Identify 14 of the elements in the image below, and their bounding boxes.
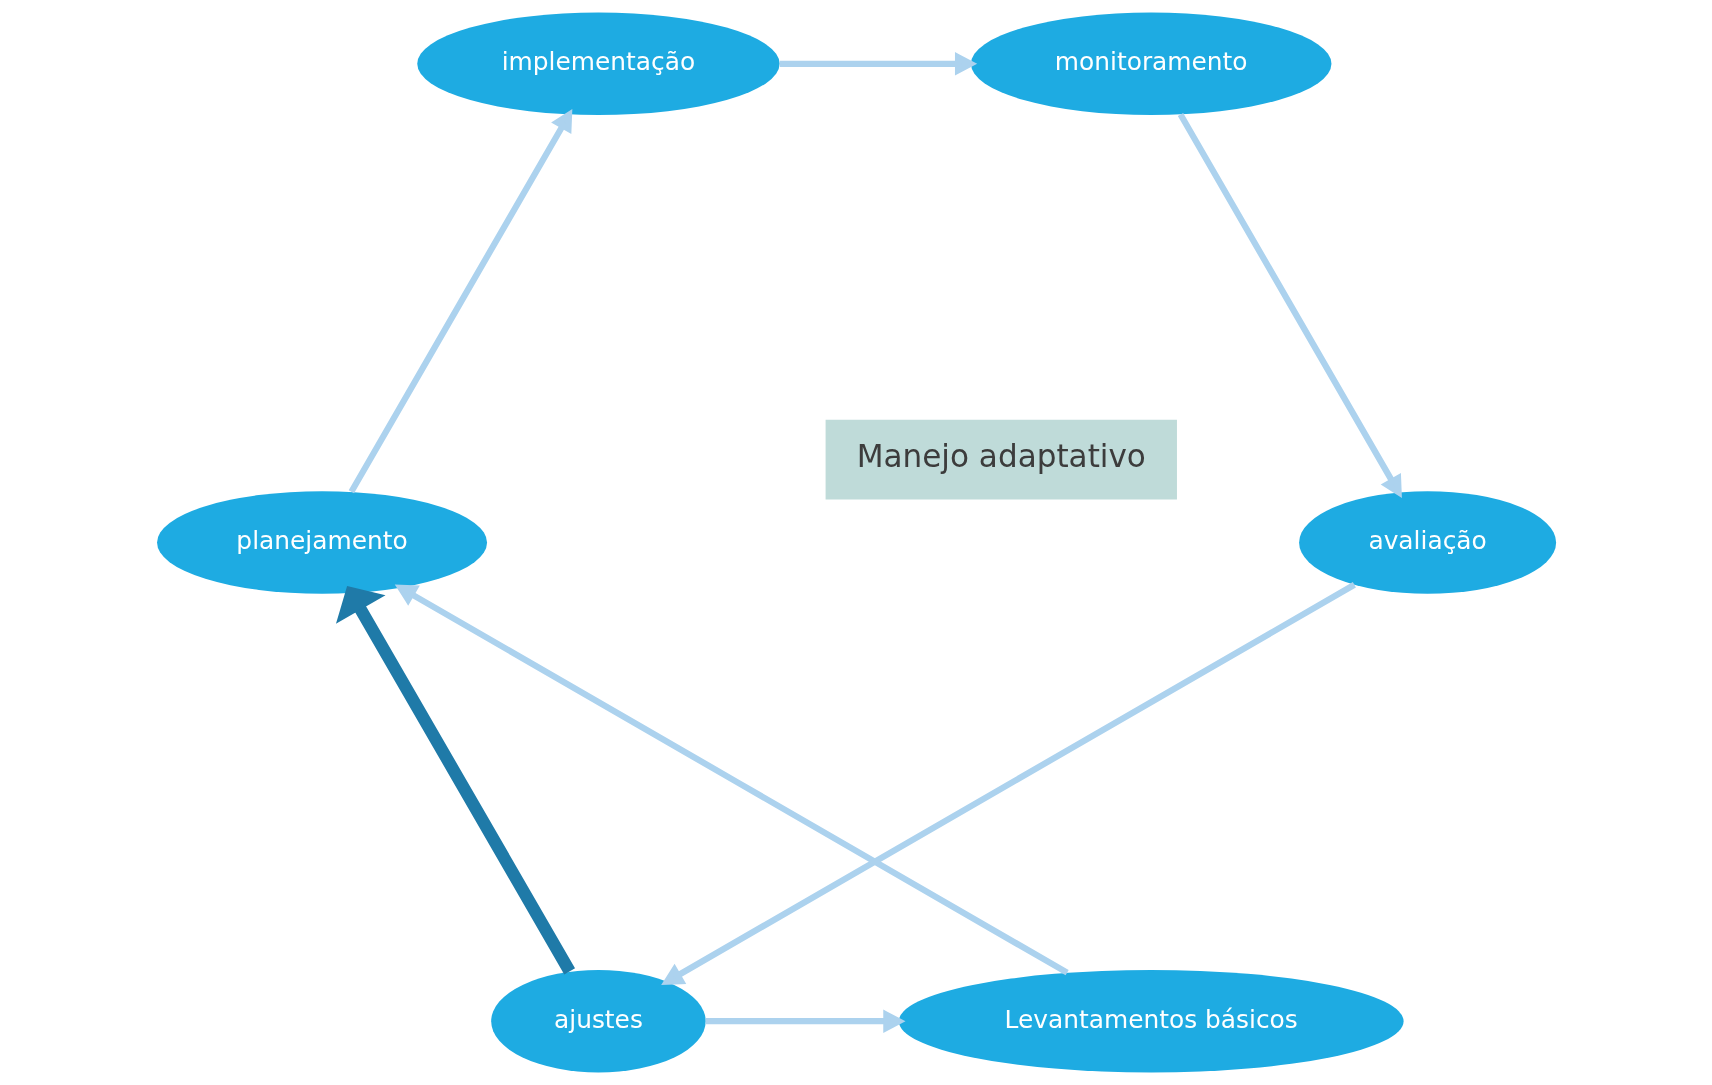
node-box: Manejo adaptativo xyxy=(825,419,1177,500)
arrow xyxy=(348,108,572,494)
arrow xyxy=(779,52,977,76)
node-ellipse: Levantamentos básicos xyxy=(898,969,1404,1073)
node-ellipse: ajustes xyxy=(490,969,706,1073)
node-ellipse: planejamento xyxy=(156,491,487,594)
arrow xyxy=(394,584,1069,976)
arrow xyxy=(660,582,1356,985)
node-ellipse: avaliação xyxy=(1298,491,1556,594)
arrow xyxy=(1177,113,1402,499)
arrow xyxy=(335,585,575,975)
arrow xyxy=(705,1009,905,1033)
node-ellipse: monitoramento xyxy=(970,12,1331,116)
node-ellipse: implementação xyxy=(416,12,780,116)
